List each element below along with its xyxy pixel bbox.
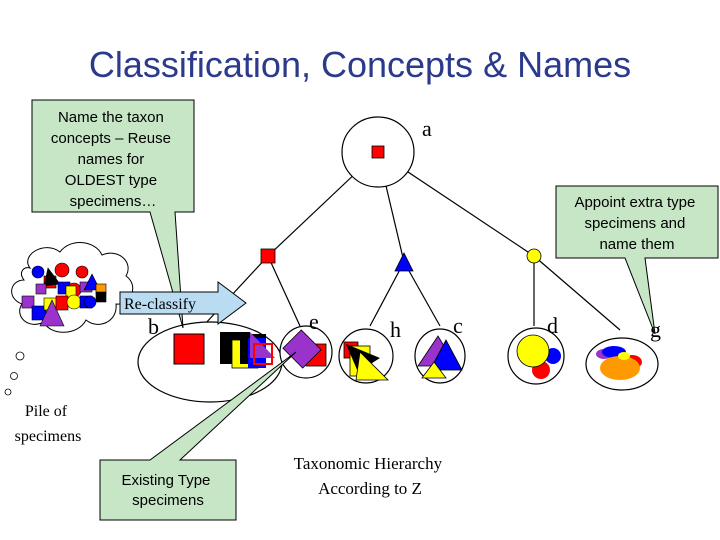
callout-name-taxon [31, 99, 195, 329]
taxon-b-specimens [173, 332, 275, 369]
taxon-c-specimens [417, 335, 463, 379]
node-blue-triangle [394, 252, 414, 272]
reclassify-label: Re-classify [124, 296, 196, 313]
page-title: Classification, Concepts & Names [88, 44, 632, 85]
hierarchy-label: Taxonomic Hierarchy According to Z [294, 454, 447, 498]
callout-appoint-extra-text: Appoint extra type specimens and name th… [574, 194, 699, 253]
node-label-d: d [547, 313, 558, 338]
node-label-a: a [422, 116, 432, 141]
specimen-pile-bubble [4, 242, 134, 396]
reclassify-arrow [119, 281, 247, 325]
taxon-h-specimens [343, 341, 389, 381]
node-yellow-circle [526, 248, 542, 264]
node-red-square [260, 248, 276, 264]
callout-appoint-extra [555, 185, 719, 335]
pile-label: Pile of specimens [15, 403, 82, 445]
node-label-h: h [390, 317, 401, 342]
root-type-specimen [371, 145, 385, 159]
taxon-d-specimens [516, 334, 561, 379]
node-label-g: g [650, 317, 661, 342]
callout-name-taxon-text: Name the taxon concepts – Reuse names fo… [51, 109, 175, 210]
node-label-b: b [148, 314, 159, 339]
taxon-e-specimens [282, 329, 327, 369]
taxon-g-specimens [596, 346, 642, 380]
callout-existing-type-text: Existing Type specimens [121, 472, 214, 509]
callout-existing-type [99, 351, 297, 521]
node-label-c: c [453, 313, 463, 338]
node-label-e: e [309, 309, 319, 334]
